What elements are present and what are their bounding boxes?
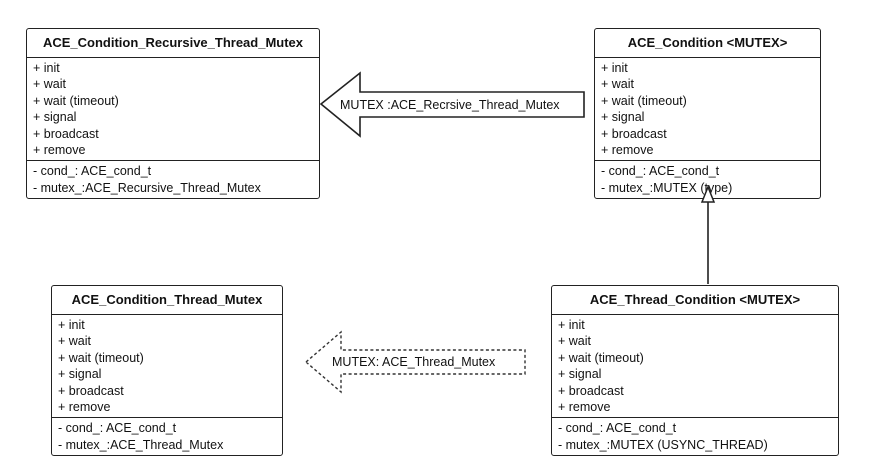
inheritance-arrowhead: [700, 184, 716, 203]
operation-wait: + wait: [33, 77, 67, 92]
thread-binding-label: MUTEX: ACE_Thread_Mutex: [332, 355, 496, 369]
attribute-mutex: - mutex_:MUTEX (type): [601, 180, 733, 195]
operation-remove: + remove: [33, 143, 86, 158]
operation-broadcast: + broadcast: [558, 383, 624, 398]
attributes-compartment: - cond_: ACE_cond_t - mutex_:ACE_Thread_…: [52, 417, 282, 455]
operation-broadcast: + broadcast: [33, 126, 99, 141]
class-name: ACE_Condition_Recursive_Thread_Mutex: [27, 29, 319, 58]
attributes-compartment: - cond_: ACE_cond_t - mutex_:ACE_Recursi…: [27, 160, 319, 198]
attributes-compartment: - cond_: ACE_cond_t - mutex_:MUTEX (USYN…: [552, 417, 838, 455]
class-name: ACE_Condition_Thread_Mutex: [52, 286, 282, 315]
operation-wait: + wait: [601, 77, 635, 92]
attributes-compartment: - cond_: ACE_cond_t - mutex_:MUTEX (type…: [595, 160, 820, 198]
class-ace-condition-thread-mutex: ACE_Condition_Thread_Mutex + init + wait…: [51, 285, 283, 457]
operation-signal: + signal: [558, 367, 602, 382]
operation-init: + init: [33, 61, 60, 75]
attribute-mutex: - mutex_:ACE_Thread_Mutex: [58, 437, 224, 452]
operation-wait: + wait: [58, 334, 92, 349]
attribute-cond: - cond_: ACE_cond_t: [558, 421, 677, 436]
operations-compartment: + init + wait + wait (timeout) + signal …: [552, 315, 838, 417]
operation-init: + init: [601, 61, 628, 75]
operation-init: + init: [58, 318, 85, 332]
operations-compartment: + init + wait + wait (timeout) + signal …: [52, 315, 282, 417]
attribute-cond: - cond_: ACE_cond_t: [58, 421, 177, 436]
operation-signal: + signal: [33, 110, 77, 125]
operation-remove: + remove: [58, 400, 111, 415]
operation-wait-timeout: + wait (timeout): [58, 350, 144, 365]
operation-remove: + remove: [558, 400, 611, 415]
operation-wait: + wait: [558, 334, 592, 349]
thread-binding-arrow: [304, 330, 526, 394]
operation-broadcast: + broadcast: [58, 383, 124, 398]
class-name: ACE_Condition <MUTEX>: [595, 29, 820, 58]
attribute-mutex: - mutex_:MUTEX (USYNC_THREAD): [558, 437, 768, 452]
recursive-binding-arrow: [319, 71, 585, 138]
attribute-mutex: - mutex_:ACE_Recursive_Thread_Mutex: [33, 180, 261, 195]
operation-wait-timeout: + wait (timeout): [558, 350, 644, 365]
class-name: ACE_Thread_Condition <MUTEX>: [552, 286, 838, 315]
attribute-cond: - cond_: ACE_cond_t: [601, 164, 720, 179]
operation-signal: + signal: [601, 110, 645, 125]
class-ace-thread-condition: ACE_Thread_Condition <MUTEX> + init + wa…: [551, 285, 839, 457]
recursive-binding-label: MUTEX :ACE_Recrsive_Thread_Mutex: [340, 98, 560, 112]
attribute-cond: - cond_: ACE_cond_t: [33, 164, 152, 179]
operations-compartment: + init + wait + wait (timeout) + signal …: [27, 58, 319, 160]
operation-init: + init: [558, 318, 585, 332]
operation-wait-timeout: + wait (timeout): [601, 93, 687, 108]
operation-broadcast: + broadcast: [601, 126, 667, 141]
operations-compartment: + init + wait + wait (timeout) + signal …: [595, 58, 820, 160]
operation-signal: + signal: [58, 367, 102, 382]
class-ace-condition: ACE_Condition <MUTEX> + init + wait + wa…: [594, 28, 821, 200]
operation-remove: + remove: [601, 143, 654, 158]
class-ace-condition-recursive-thread-mutex: ACE_Condition_Recursive_Thread_Mutex + i…: [26, 28, 320, 200]
operation-wait-timeout: + wait (timeout): [33, 93, 119, 108]
